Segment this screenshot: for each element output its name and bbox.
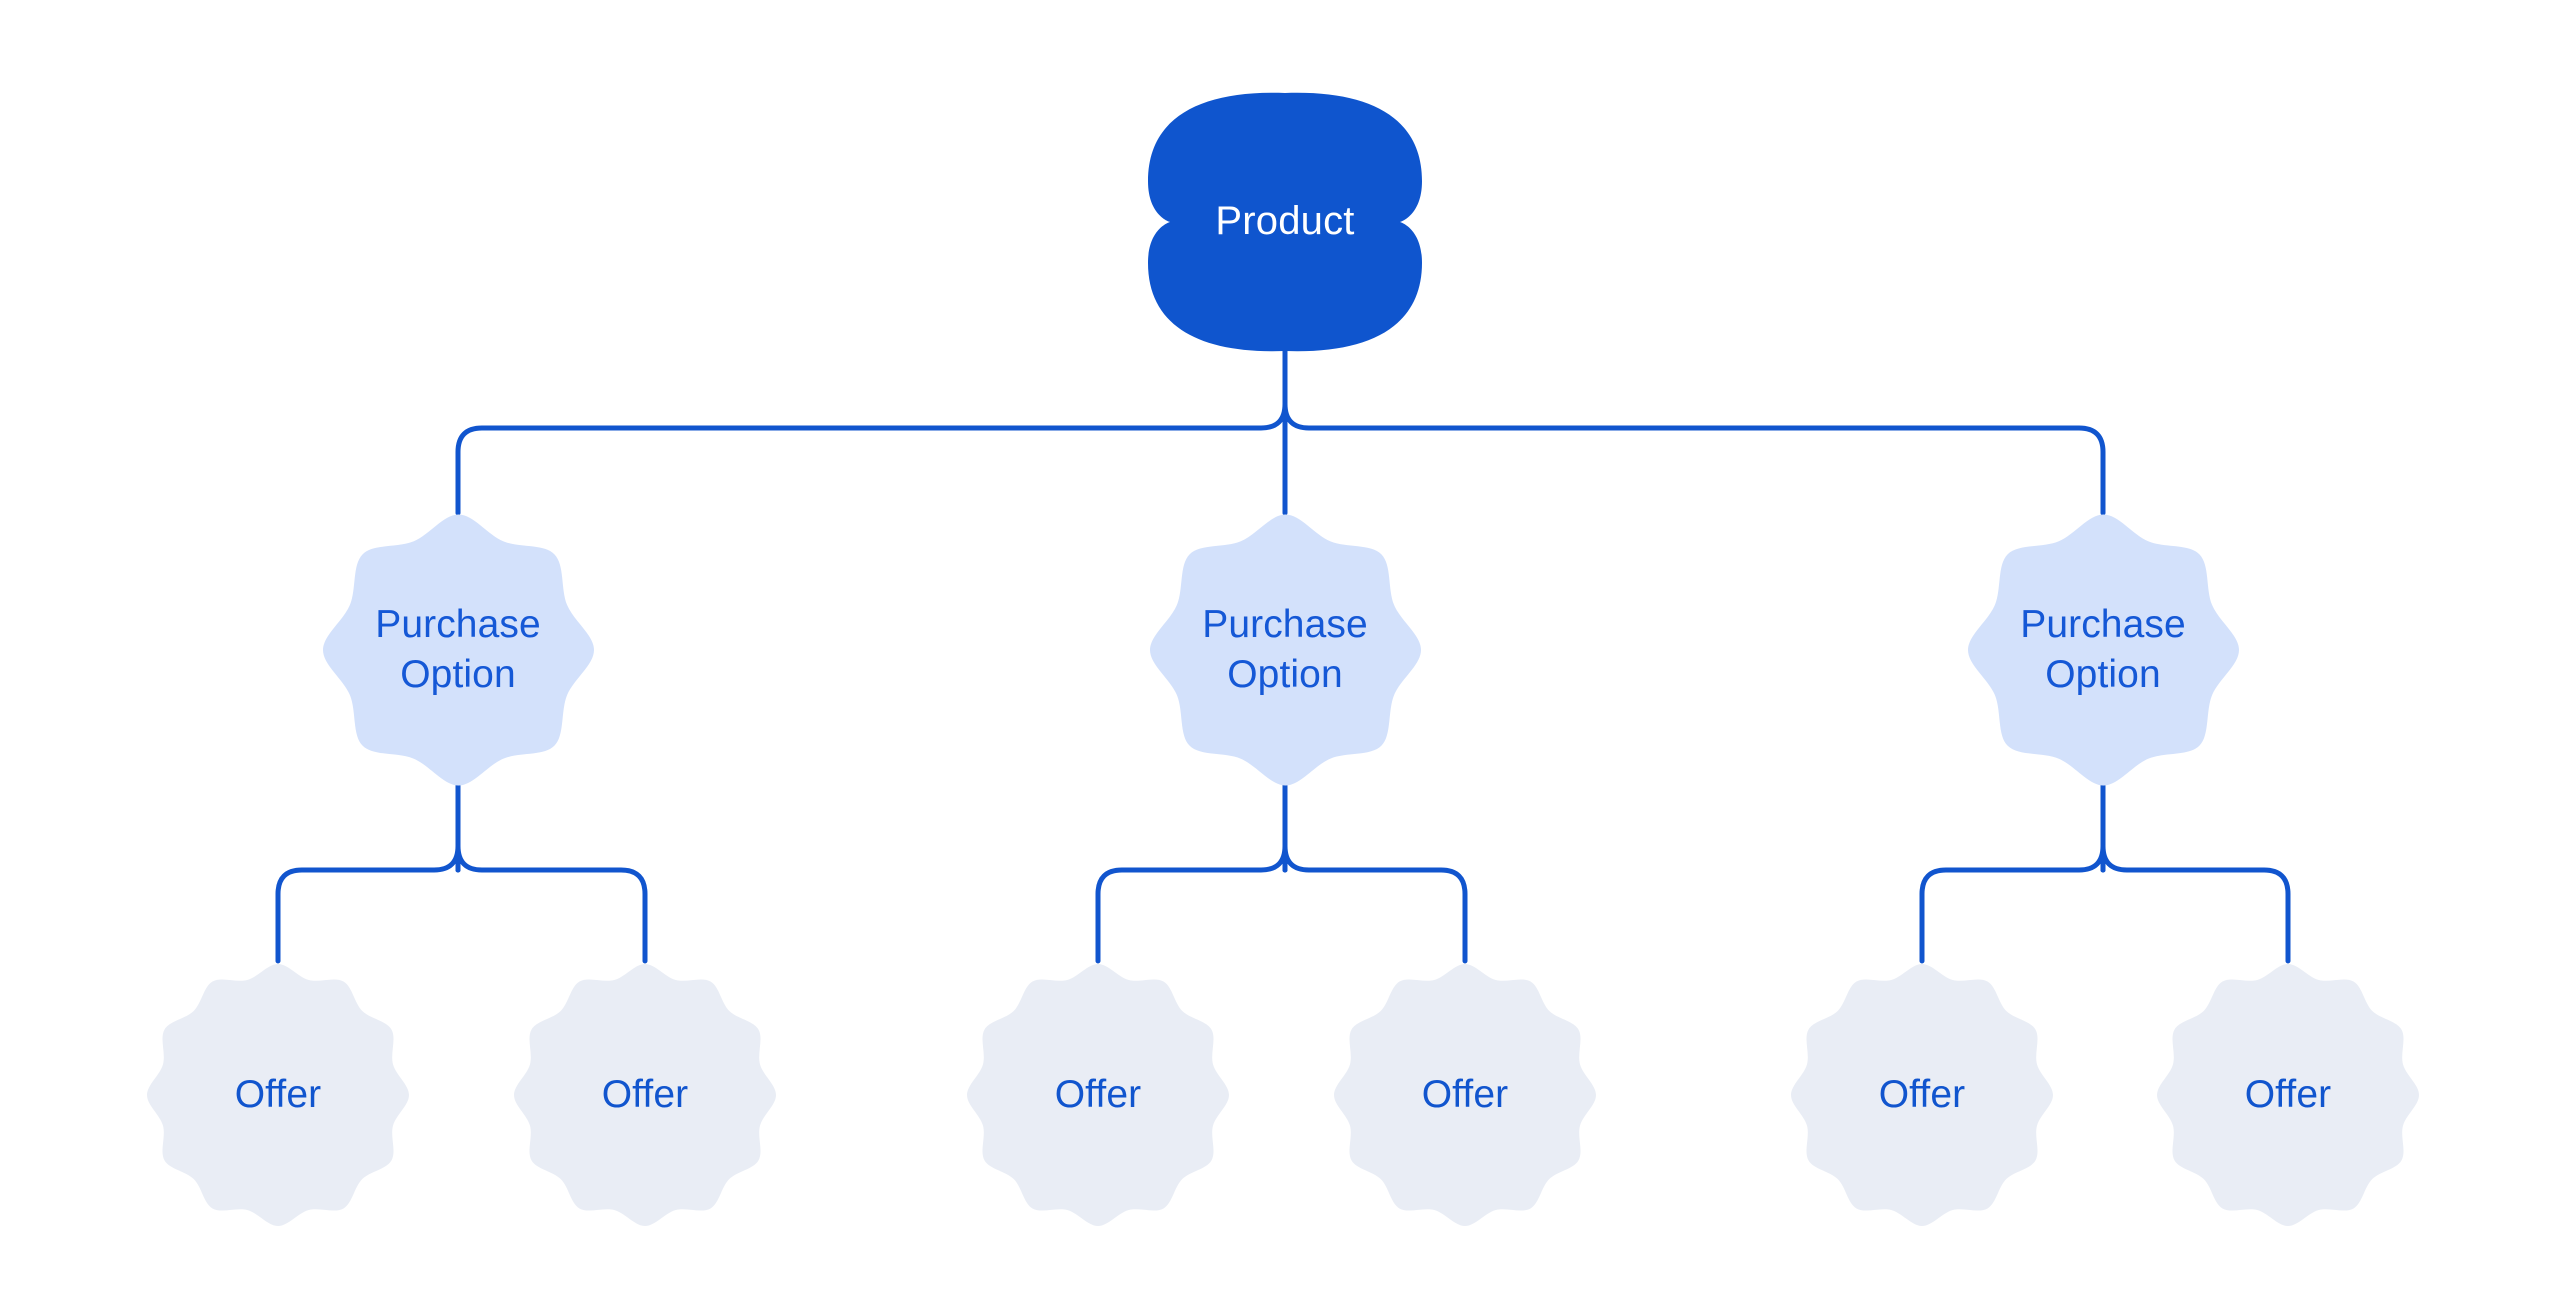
node-offer-1[interactable]: Offer [145,959,411,1231]
product-blob-shape [1146,91,1424,353]
connector-option-3-to-offer-2 [2100,843,2291,964]
connector-option-2-to-offer-2 [1282,843,1468,964]
offer-label: Offer [1054,1073,1142,1117]
node-purchase-option-1[interactable]: Purchase Option [321,511,596,789]
purchase-option-blob-shape [321,511,596,789]
purchase-option-label: Purchase Option [1202,603,1368,696]
purchase-option-label: Purchase Option [375,603,541,696]
purchase-option-blob-shape [1148,511,1423,789]
offer-blob-shape [1332,959,1598,1231]
offer-blob-shape [512,959,778,1231]
offer-blob-shape [145,959,411,1231]
connector-option-1-to-offer-2 [455,843,648,964]
offer-label: Offer [601,1073,689,1117]
offer-blob-shape [2155,959,2421,1231]
offer-blob-shape [1789,959,2055,1231]
node-offer-5[interactable]: Offer [1789,959,2055,1231]
node-offer-3[interactable]: Offer [965,959,1231,1231]
node-offer-2[interactable]: Offer [512,959,778,1231]
purchase-option-blob-shape [1966,511,2241,789]
offer-blob-shape [965,959,1231,1231]
node-purchase-option-3[interactable]: Purchase Option [1966,511,2241,789]
purchase-option-label: Purchase Option [2020,603,2186,696]
offer-label: Offer [2244,1073,2332,1117]
connector-option-3-to-offer-1 [1919,843,2106,964]
product-label: Product [1215,199,1355,244]
connector-root-to-option-1 [455,401,1288,516]
node-offer-6[interactable]: Offer [2155,959,2421,1231]
node-offer-4[interactable]: Offer [1332,959,1598,1231]
offer-label: Offer [1421,1073,1509,1117]
offer-label: Offer [1878,1073,1966,1117]
connector-root-to-option-3 [1282,401,2106,516]
connector-option-1-to-offer-1 [275,843,461,964]
node-product[interactable]: Product [1146,91,1424,353]
connector-option-2-to-offer-1 [1095,843,1288,964]
offer-label: Offer [234,1073,322,1117]
node-purchase-option-2[interactable]: Purchase Option [1148,511,1423,789]
